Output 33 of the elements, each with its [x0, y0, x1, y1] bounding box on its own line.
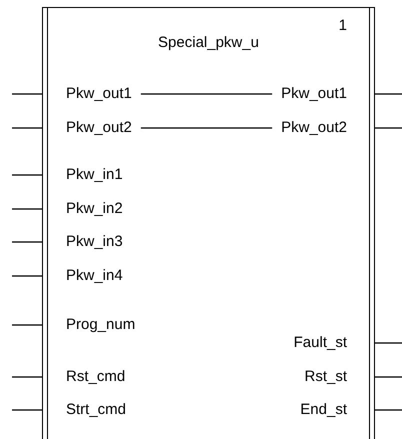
- output-pin-label: Pkw_out2: [281, 119, 347, 137]
- input-pin-label: Strt_cmd: [66, 401, 126, 419]
- output-pin-label: Fault_st: [294, 334, 347, 352]
- pin-line: [375, 409, 402, 411]
- block-title: Special_pkw_u: [157, 34, 260, 52]
- input-pin-label: Pkw_in3: [66, 233, 123, 251]
- input-pin-label: Prog_num: [66, 316, 136, 334]
- pin-line: [12, 324, 42, 326]
- input-pin-label: Pkw_in2: [66, 200, 123, 218]
- input-pin-label: Rst_cmd: [66, 368, 126, 386]
- input-pin-label: Pkw_in4: [66, 267, 123, 285]
- function-block: [42, 7, 375, 439]
- pin-line: [375, 342, 402, 344]
- input-pin-label: Pkw_in1: [66, 166, 123, 184]
- connection-line: [140, 127, 272, 129]
- connection-line: [140, 93, 272, 95]
- pin-line: [12, 376, 42, 378]
- pin-line: [375, 93, 402, 95]
- pin-line: [375, 376, 402, 378]
- pin-line: [12, 127, 42, 129]
- output-pin-label: Rst_st: [304, 368, 347, 386]
- pin-line: [12, 174, 42, 176]
- pin-line: [12, 93, 42, 95]
- pin-line: [375, 127, 402, 129]
- pin-line: [12, 241, 42, 243]
- pin-line: [12, 409, 42, 411]
- input-pin-label: Pkw_out1: [66, 85, 132, 103]
- pin-line: [12, 208, 42, 210]
- output-pin-label: Pkw_out1: [281, 85, 347, 103]
- pin-line: [12, 275, 42, 277]
- output-pin-label: End_st: [300, 401, 347, 419]
- input-pin-label: Pkw_out2: [66, 119, 132, 137]
- instance-number: 1: [338, 17, 347, 35]
